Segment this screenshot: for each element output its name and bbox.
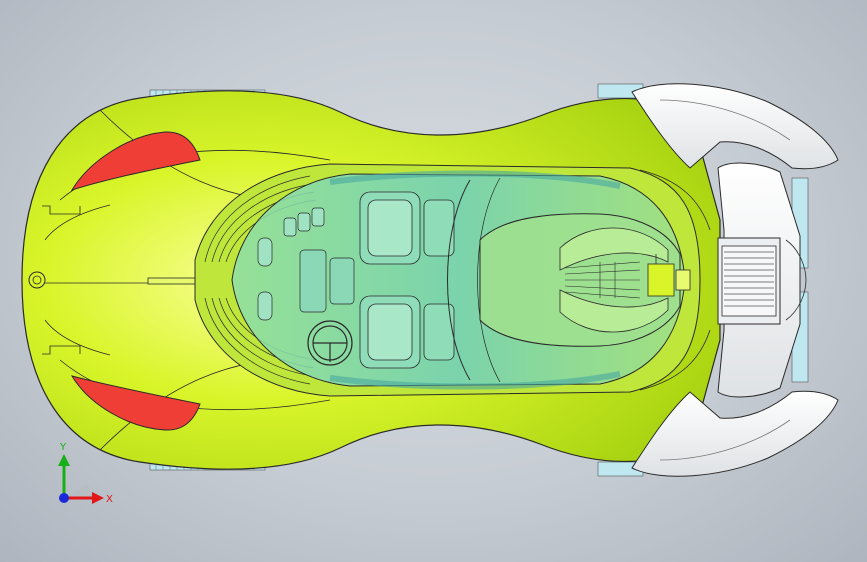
x-axis-label: X	[106, 494, 113, 505]
headlight-top	[70, 131, 201, 191]
front-logo-emblem	[28, 271, 46, 289]
rear-wing	[631, 83, 839, 477]
engine-vent-lines	[564, 261, 641, 299]
rear-exhaust	[647, 254, 691, 297]
y-axis-label: Y	[59, 442, 67, 453]
dashboard-instruments	[257, 207, 355, 321]
coordinate-triad: Y X	[58, 442, 113, 505]
roll-cage-inner	[477, 177, 501, 383]
engine-intakes	[559, 227, 669, 333]
front-vents	[42, 205, 81, 355]
seats	[359, 191, 455, 369]
roll-cage	[447, 179, 471, 381]
rear-wing-top	[631, 83, 839, 170]
steering-wheel	[307, 320, 353, 366]
z-axis-dot	[59, 493, 69, 503]
canopy-rim	[329, 170, 621, 390]
rear-wing-bottom	[631, 390, 839, 477]
headlight-bottom	[70, 375, 201, 431]
